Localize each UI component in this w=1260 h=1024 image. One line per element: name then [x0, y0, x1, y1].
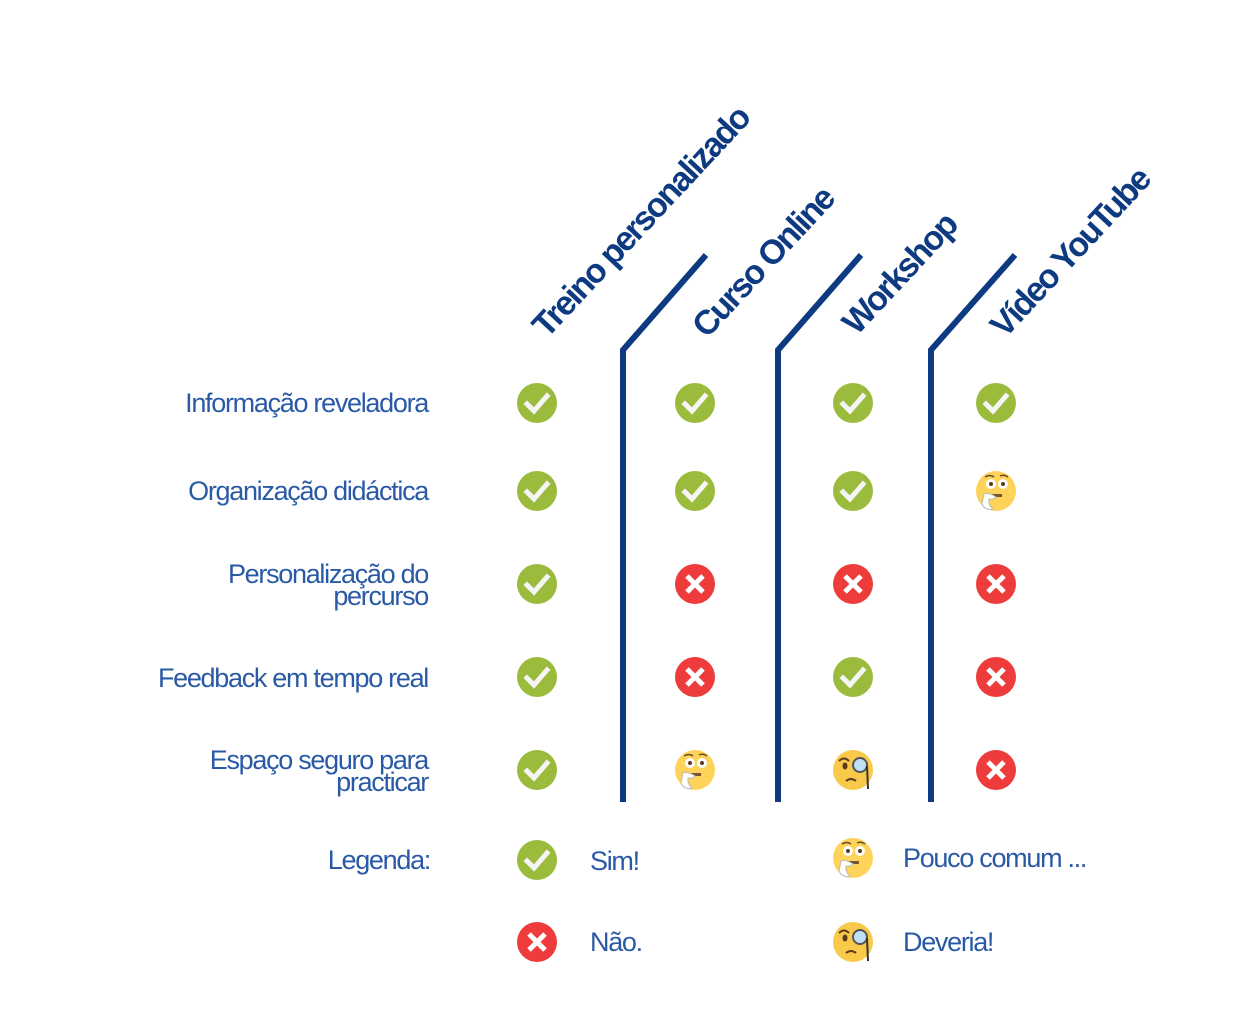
check-icon	[832, 470, 874, 512]
check-icon	[516, 656, 558, 698]
divider-3	[928, 253, 1018, 802]
check-icon	[674, 470, 716, 512]
thinking-face-icon	[674, 749, 716, 791]
row-label: Informação reveladora	[185, 388, 429, 418]
check-icon	[516, 563, 558, 605]
check-icon	[516, 470, 558, 512]
row-label: Organização didáctica	[188, 476, 429, 506]
thinking-face-icon	[975, 470, 1017, 512]
divider-1	[620, 253, 709, 802]
check-icon	[516, 749, 558, 791]
cross-icon	[674, 656, 716, 698]
monocle-face-icon	[832, 749, 874, 791]
check-icon	[516, 839, 558, 881]
cross-icon	[975, 749, 1017, 791]
legend-label-pouco-comum: Pouco comum ...	[903, 843, 1087, 873]
check-icon	[832, 382, 874, 424]
cross-icon	[975, 656, 1017, 698]
cross-icon	[516, 921, 558, 963]
cross-icon	[975, 563, 1017, 605]
check-icon	[674, 382, 716, 424]
divider-2	[775, 253, 864, 802]
check-icon	[975, 382, 1017, 424]
legend-label-nao: Não.	[590, 927, 643, 957]
legend-label-deveria: Deveria!	[903, 927, 994, 957]
check-icon	[832, 656, 874, 698]
row-label: Personalização do percurso	[227, 559, 429, 611]
legend-title: Legenda:	[327, 845, 432, 875]
cross-icon	[832, 563, 874, 605]
check-icon	[516, 382, 558, 424]
legend-label-sim: Sim!	[590, 846, 640, 876]
thinking-face-icon	[832, 837, 874, 879]
monocle-face-icon	[832, 921, 874, 963]
cross-icon	[674, 563, 716, 605]
row-label: Espaço seguro para practicar	[209, 745, 430, 797]
row-label: Feedback em tempo real	[157, 663, 429, 693]
